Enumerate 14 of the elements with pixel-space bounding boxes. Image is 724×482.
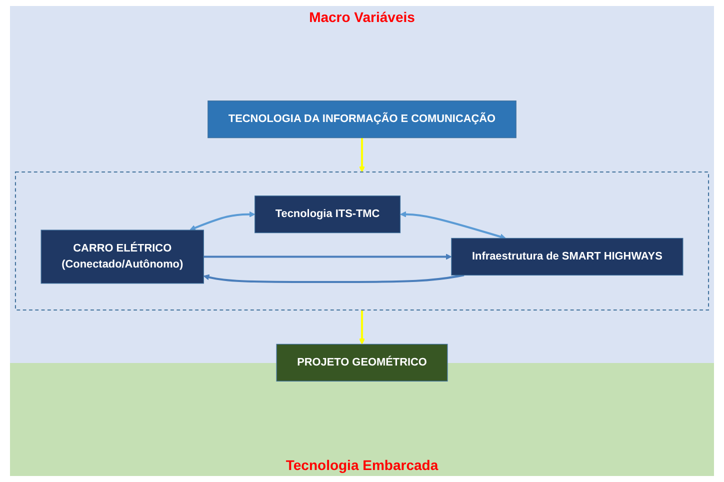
cluster: [14, 171, 710, 311]
node-box: TECNOLOGIA DA INFORMAÇÃO E COMUNICAÇÃO: [208, 100, 516, 138]
arrow: [359, 310, 365, 344]
node-box: Tecnologia ITS-TMC: [254, 196, 401, 234]
arrow: [203, 274, 464, 284]
arrow: [190, 211, 256, 231]
arrow: [400, 211, 506, 240]
arrow: [359, 138, 365, 172]
node-box: Infraestrutura de SMART HIGHWAYS: [451, 238, 684, 276]
arrow: [204, 254, 452, 260]
annotation-text: Macro Variáveis: [309, 9, 415, 25]
annotation-text: Tecnologia Embarcada: [286, 457, 438, 473]
node-box: PROJETO GEOMÉTRICO: [276, 344, 448, 382]
node-box: CARRO ELÉTRICO (Conectado/Autônomo): [40, 230, 204, 284]
